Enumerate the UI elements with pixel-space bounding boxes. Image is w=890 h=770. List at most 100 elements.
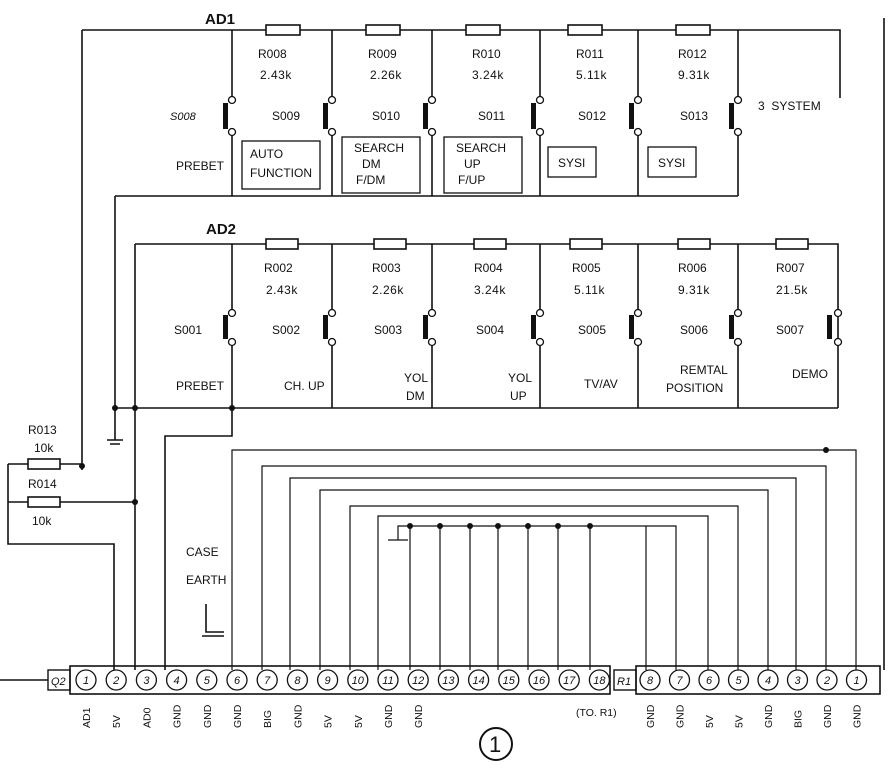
ad2-switch-s006: S006 [680,308,743,347]
ad2-r002-value: 2.43k [266,283,298,297]
q2-pin-number-17: 17 [563,675,576,687]
ad1-r010-id: R010 [472,47,501,61]
q2-pin-name-10: 5V [353,715,365,728]
ad2-r005-value: 5.11k [574,283,605,297]
ad1-box3-line2: UP [464,157,481,171]
ad1-switch-s013: S013 [680,95,743,137]
ad1-resistor-r012: R012 9.31k [675,24,711,82]
earth-label: EARTH [186,573,226,587]
ad2-switch-s002: S002 [272,308,337,347]
pull-resistor-r013: R013 10k [7,423,115,670]
q2-pin-number-11: 11 [382,675,393,687]
q2-pin-2 [105,669,127,691]
ad1-box-sysi-1: SYSI [547,146,597,178]
ad2-r004-value: 3.24k [474,283,506,297]
r1-pin-name-6: 5V [704,715,716,728]
ad1-r008-id: R008 [258,47,287,61]
q2-pin-10 [347,669,369,691]
r1-pin-name-8: GND [645,704,657,728]
ad1-box3-line3: F/UP [458,173,485,187]
r1-pin-number-5: 5 [735,675,742,687]
ad2-resistor-r007: R007 21.5k [775,238,809,297]
ad2-resistor-r004: R004 3.24k [473,238,507,297]
ad1-resistor-r009: R009 2.26k [365,24,402,82]
ad1-r012-value: 9.31k [678,68,710,82]
ad2-switch-s003: S003 [374,308,437,347]
r1-pin-8 [639,669,661,691]
ad2-s007-label: S007 [776,323,804,337]
junction-dots [79,405,829,529]
pull-resistor-r014: R014 10k [8,477,135,528]
r1-pin-name-3: BIG [793,710,805,728]
ad1-r012-id: R012 [678,47,707,61]
ad2-func-yol-dm-2: DM [406,389,425,403]
ad2-r004-id: R004 [474,261,503,275]
ad1-switch-s009: S009 [272,95,337,137]
q2-pin-number-2: 2 [112,675,119,687]
ad2-s005-label: S005 [578,323,606,337]
q2-pin-name-8: GND [292,704,304,728]
q2-pin-number-9: 9 [325,675,331,687]
r1-pin-7 [668,669,691,691]
q2-pin-18 [588,669,611,691]
q2-name: Q2 [51,676,66,688]
ad2-switch-s001: S001 [174,308,237,347]
q2-pin-number-14: 14 [472,675,484,687]
ad2-func-yol-up-1: YOL [508,371,532,385]
ad1-resistor-r008: R008 2.43k [258,24,301,82]
r1-pin-name-1: GND [852,704,864,728]
ad1-s010-label: S010 [372,109,400,123]
ad2-func-ch-up: CH. UP [284,379,325,393]
r1-pin-number-6: 6 [706,675,713,687]
r1-pin-5 [727,669,750,691]
r1-pin-number-1: 1 [853,675,859,687]
q2-pin-4 [165,669,188,691]
r013-id: R013 [28,423,57,437]
q2-pin-number-13: 13 [442,675,455,687]
ad1-s009-label: S009 [272,109,300,123]
r1-pin-number-8: 8 [647,675,654,687]
ad1-box-search-up: SEARCH UP F/UP [443,136,523,194]
ad2-func-prebet: PREBET [176,379,225,393]
q2-pin-number-10: 10 [352,675,365,687]
ad1-r009-value: 2.26k [370,68,402,82]
ad2-r006-value: 9.31k [678,283,710,297]
q2-pin-11 [377,669,399,691]
q2-pin-name-6: GND [232,704,244,728]
figure-number-text: 1 [489,732,501,757]
ad1-r009-id: R009 [368,47,397,61]
ad1-switch-s010: S010 [372,95,437,137]
connector-q2: Q2 1AD125V3AD04GND5GND6GND7BIG8GND95V105… [0,665,617,728]
ad1-label: AD1 [205,11,235,28]
q2-note: (TO. R1) [576,707,617,719]
q2-pin-name-3: AD0 [141,707,153,728]
q2-pin-name-4: GND [172,704,184,728]
q2-pin-number-4: 4 [174,675,180,687]
q2-pin-name-9: 5V [323,715,335,728]
ad1-box2-line3: F/DM [356,173,385,187]
ad2-func-remtal: REMTAL [680,363,728,377]
ad2-r002-id: R002 [264,261,293,275]
ad2-r003-value: 2.26k [372,283,404,297]
ad2-r007-id: R007 [776,261,805,275]
ad1-box5-line1: SYSI [658,156,685,170]
r014-value: 10k [32,514,52,528]
q2-pin-number-16: 16 [533,675,546,687]
ad2-switch-s007: S007 [776,308,843,347]
ad2-resistor-r006: R006 9.31k [677,238,711,297]
ad2-r007-value: 21.5k [776,283,808,297]
r1-name: R1 [617,676,631,688]
r1-pin-number-3: 3 [794,675,801,687]
q2-pin-number-1: 1 [83,675,89,687]
r1-pin-4 [757,669,779,691]
ad1-box-sysi-2: SYSI [647,146,697,178]
ad2-func-position: POSITION [666,381,723,395]
q2-pin-number-3: 3 [143,675,150,687]
ad1-s012-label: S012 [578,109,606,123]
ad2-switch-s005: S005 [578,308,643,347]
q2-pin-number-12: 12 [412,675,424,687]
q2-pin-15 [498,669,520,691]
ad1-switch-s012: S012 [578,95,643,137]
ad1-box1-line2: FUNCTION [250,166,312,180]
